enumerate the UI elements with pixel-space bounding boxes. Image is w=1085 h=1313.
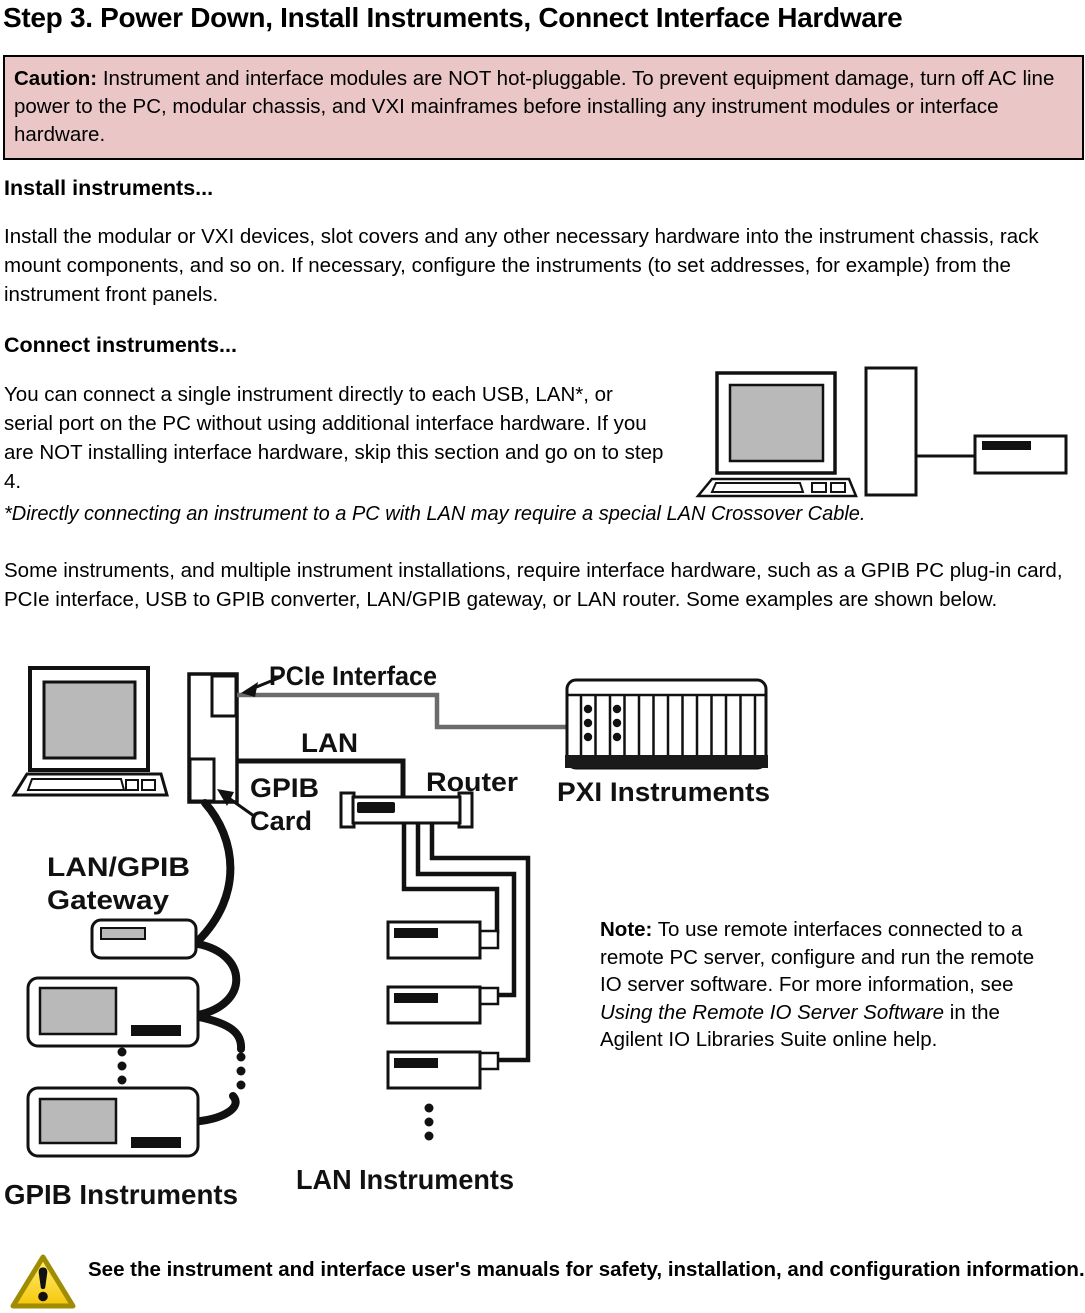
pcie-interface-label: PCIe Interface [269,661,437,691]
pcie-callout-arrow [241,675,282,697]
connect-instruments-paragraph: You can connect a single instrument dire… [4,383,664,493]
router-lan-cables [401,824,531,1063]
lan-gpib-gateway-icon [90,918,198,960]
page-title: Step 3. Power Down, Install Instruments,… [3,2,903,33]
footer-warning-text: See the instrument and interface user's … [88,1258,1085,1281]
gpib-card-label-line1: GPIB [250,773,319,803]
connect-instruments-heading: Connect instruments... [4,333,237,357]
gpib-card-label-line2: Card [250,806,312,836]
gpib-instruments-label: GPIB Instruments [4,1179,238,1210]
lan-label: LAN [301,728,358,758]
pc-tower-icon [864,366,918,497]
note-text-after: in the Agilent IO Libraries Suite online… [600,1000,1000,1052]
gpib-card-callout-arrow [217,789,255,818]
pcie-cable [237,692,567,730]
pc-monitor-icon [715,371,837,475]
router-icon [339,791,474,829]
direct-connect-illustration [695,366,1068,498]
diagram-pc-monitor-icon [28,666,150,772]
gpib-instrument-icons [26,976,200,1158]
interface-hardware-paragraph: Some instruments, and multiple instrumen… [4,559,1063,611]
instrument-icon [973,434,1068,475]
caution-box: Caution: Instrument and interface module… [3,55,1084,160]
pxi-chassis-icon [565,678,768,770]
install-instruments-heading: Install instruments... [4,176,214,200]
diagram-pc-keyboard-icon [11,772,169,797]
remote-io-note: Note: To use remote interfaces connected… [600,916,1058,1054]
caution-text: Instrument and interface modules are NOT… [14,67,1055,146]
lan-crossover-footnote: *Directly connecting an instrument to a … [4,503,866,525]
gpib-chain-ellipsis-dots [117,1047,246,1090]
note-label: Note: [600,918,653,941]
gateway-label-line2: Gateway [47,885,169,915]
caution-label: Caution: [14,67,98,90]
pc-keyboard-icon [695,477,858,498]
gpib-card-slot [188,757,216,803]
pxi-instruments-label: PXI Instruments [557,777,770,807]
pcie-card-slot [210,674,238,718]
router-label: Router [426,767,519,797]
diagram-pc-tower-icon [187,672,239,804]
lan-instruments-label: LAN Instruments [296,1164,514,1195]
gpib-cable [186,799,246,1126]
lan-chain-ellipsis-dots [424,1103,434,1141]
gateway-label-line1: LAN/GPIB [47,852,190,882]
note-italic-title: Using the Remote IO Server Software [600,1000,945,1024]
lan-instrument-icons [386,920,500,1090]
interface-hardware-diagram: PCIe Interface LAN GPIB Card Router PXI … [4,661,770,1210]
install-instruments-paragraph: Install the modular or VXI devices, slot… [4,225,1039,306]
note-text-before: To use remote interfaces connected to a … [600,918,1035,996]
warning-icon [10,1254,76,1309]
lan-cable [237,758,406,796]
